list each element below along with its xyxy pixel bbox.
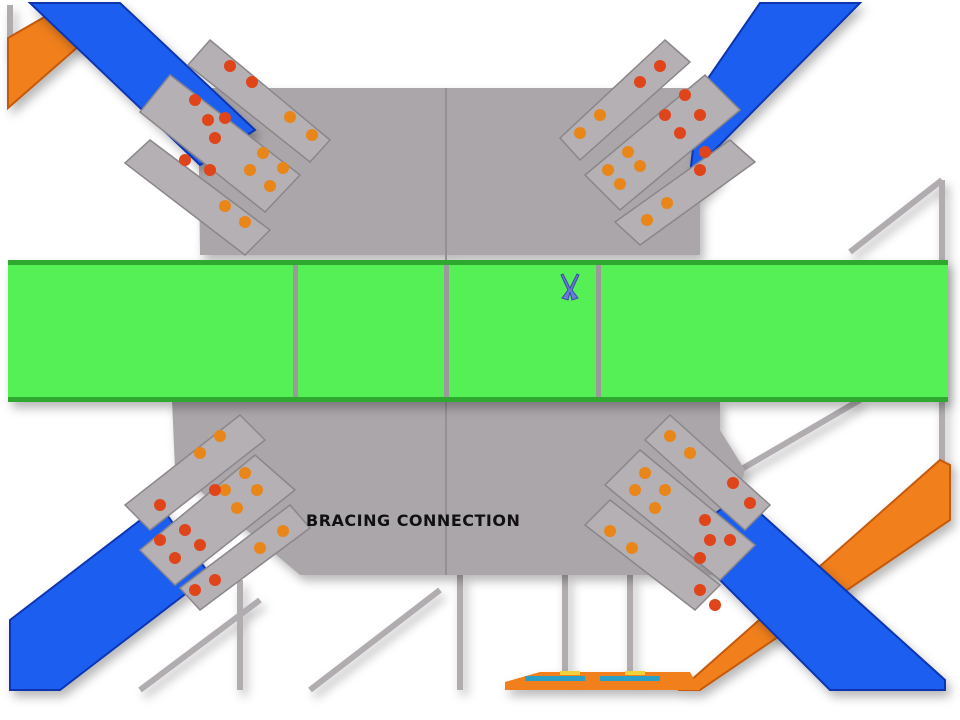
- bolts-red: [154, 60, 756, 611]
- scissors-icon: [560, 273, 580, 301]
- bolts-orange: [194, 109, 696, 554]
- diagram-title: BRACING CONNECTION: [306, 511, 521, 530]
- main-beam: [8, 260, 948, 402]
